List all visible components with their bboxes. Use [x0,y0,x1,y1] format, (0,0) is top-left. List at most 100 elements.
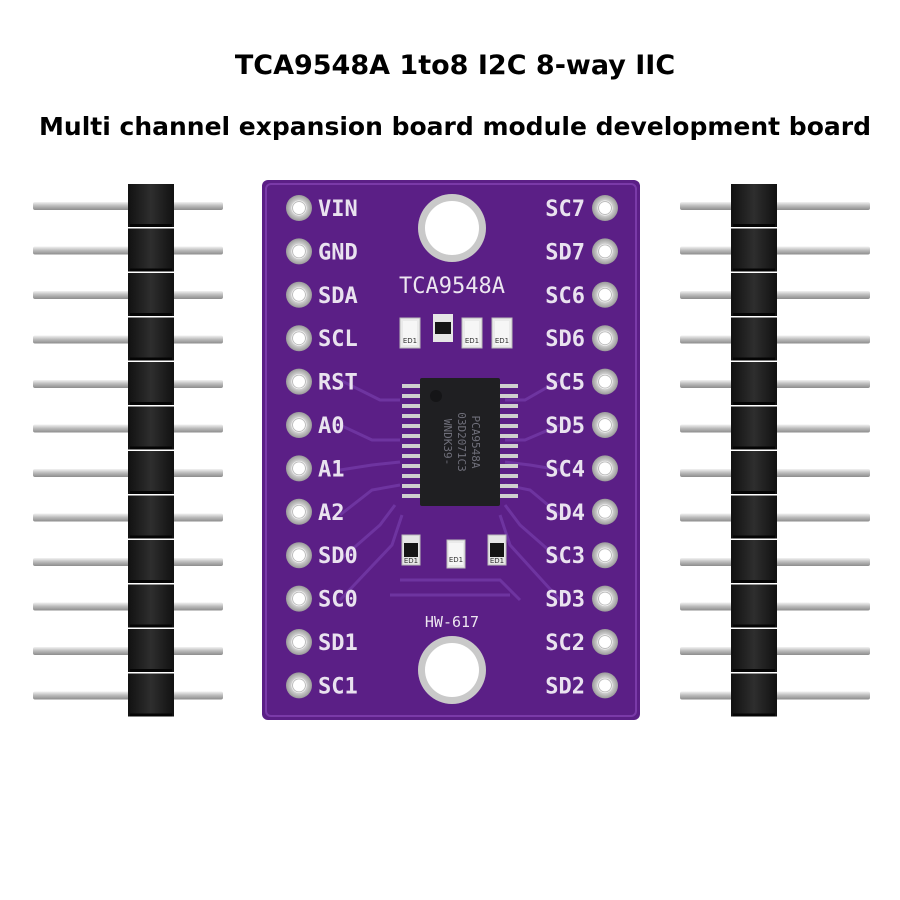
pin-sda: SDA [286,281,358,309]
led-top-right: ED1 [491,317,513,349]
left-header-pin [33,629,223,672]
pin-sd0: SD0 [286,542,358,569]
svg-text:ED1: ED1 [495,337,509,345]
pin-sc7: SC7 [545,195,618,222]
right-header-pin [680,317,870,361]
led-bottom-middle: ED1 [446,539,466,569]
left-header-pin [33,273,223,316]
right-pin-label: SD7 [545,240,585,265]
pin-a1: A1 [286,455,345,482]
right-pin-label: SC6 [545,284,585,309]
right-pin-label: SD3 [545,588,585,613]
left-pin-label: SC1 [318,674,358,699]
led-bottom-left: ED1 [401,534,421,566]
right-header-pin [680,273,870,316]
pin-sc0: SC0 [286,585,358,613]
pin-a2: A2 [286,498,345,526]
right-pin-label: SD4 [545,501,585,526]
chip-marking-3: WNDK39- [441,419,454,465]
left-header-pin [33,406,223,450]
left-header-pin [33,540,223,583]
title-line-1: TCA9548A 1to8 I2C 8-way IIC [234,50,676,81]
model-silkscreen: HW-617 [425,613,479,631]
right-header-pin [680,495,870,539]
pin-sd3: SD3 [545,585,618,613]
left-header-pin [33,317,223,361]
led-top-left: ED1 [399,317,421,349]
pcb-traces [338,378,562,602]
pin-sc1: SC1 [286,672,358,699]
capacitor-top [433,314,453,342]
led-bottom-right: ED1 [487,534,507,566]
pin-sc5: SC5 [545,368,618,396]
mounting-hole-top [418,194,486,262]
right-header-pin [680,629,870,672]
pin-sd4: SD4 [545,498,618,526]
right-pin-label: SD5 [545,414,585,439]
pin-sc3: SC3 [545,542,618,569]
right-pin-label: SC4 [545,457,585,482]
pin-sd5: SD5 [545,412,618,439]
pin-rst: RST [286,368,358,396]
pin-gnd: GND [286,238,358,265]
left-pin-label: GND [318,240,358,265]
pin-sd7: SD7 [545,238,618,265]
left-pin-label: A1 [318,457,345,482]
left-pin-label: SCL [318,327,358,352]
left-pin-label: RST [318,371,358,396]
chip-marking-1: PCA9548A [469,416,482,469]
left-pin-label: A2 [318,501,345,526]
pin-vin: VIN [286,195,358,222]
left-pin-label: SC0 [318,588,358,613]
right-pin-label: SC5 [545,371,585,396]
right-header-pin [680,584,870,628]
chip-marking-2: 03D2071C3 [455,412,468,472]
pin-scl: SCL [286,325,358,352]
right-header-pin [680,451,870,494]
left-header-pin [33,495,223,539]
svg-text:ED1: ED1 [449,556,463,564]
right-header-pin [680,406,870,450]
pin-sd1: SD1 [286,629,358,656]
left-header-pin [33,184,223,227]
left-header-pin [33,673,223,717]
left-header-pin [33,228,223,272]
svg-text:ED1: ED1 [465,337,479,345]
right-header-pin [680,540,870,583]
left-pin-header [33,184,223,717]
tca9548a-chip: PCA9548A 03D2071C3 WNDK39- [402,378,518,506]
left-header-pin [33,584,223,628]
left-pin-label: SDA [318,284,358,309]
title-line-2: Multi channel expansion board module dev… [39,112,871,141]
left-header-pin [33,451,223,494]
svg-text:ED1: ED1 [490,557,504,565]
right-pin-header [680,184,870,717]
pin-sc6: SC6 [545,281,618,309]
right-pin-label: SC7 [545,197,585,222]
chip-name-silkscreen: TCA9548A [399,274,505,299]
pin-sc4: SC4 [545,455,618,482]
left-pin-label: VIN [318,197,358,222]
svg-text:ED1: ED1 [404,557,418,565]
right-header-pin [680,228,870,272]
left-pin-label: SD1 [318,631,358,656]
left-pin-label: A0 [318,414,345,439]
pin-sd6: SD6 [545,325,618,352]
pin-sc2: SC2 [545,629,618,656]
right-pin-label: SD6 [545,327,585,352]
right-header-pin [680,673,870,717]
right-pin-label: SC3 [545,544,585,569]
led-top-middle: ED1 [461,317,483,349]
mounting-hole-bottom [418,636,486,704]
right-pin-label: SC2 [545,631,585,656]
pin-sd2: SD2 [545,672,618,699]
right-pin-label: SD2 [545,674,585,699]
left-header-pin [33,362,223,405]
pin-a0: A0 [286,412,345,439]
right-header-pin [680,184,870,227]
left-pin-label: SD0 [318,544,358,569]
